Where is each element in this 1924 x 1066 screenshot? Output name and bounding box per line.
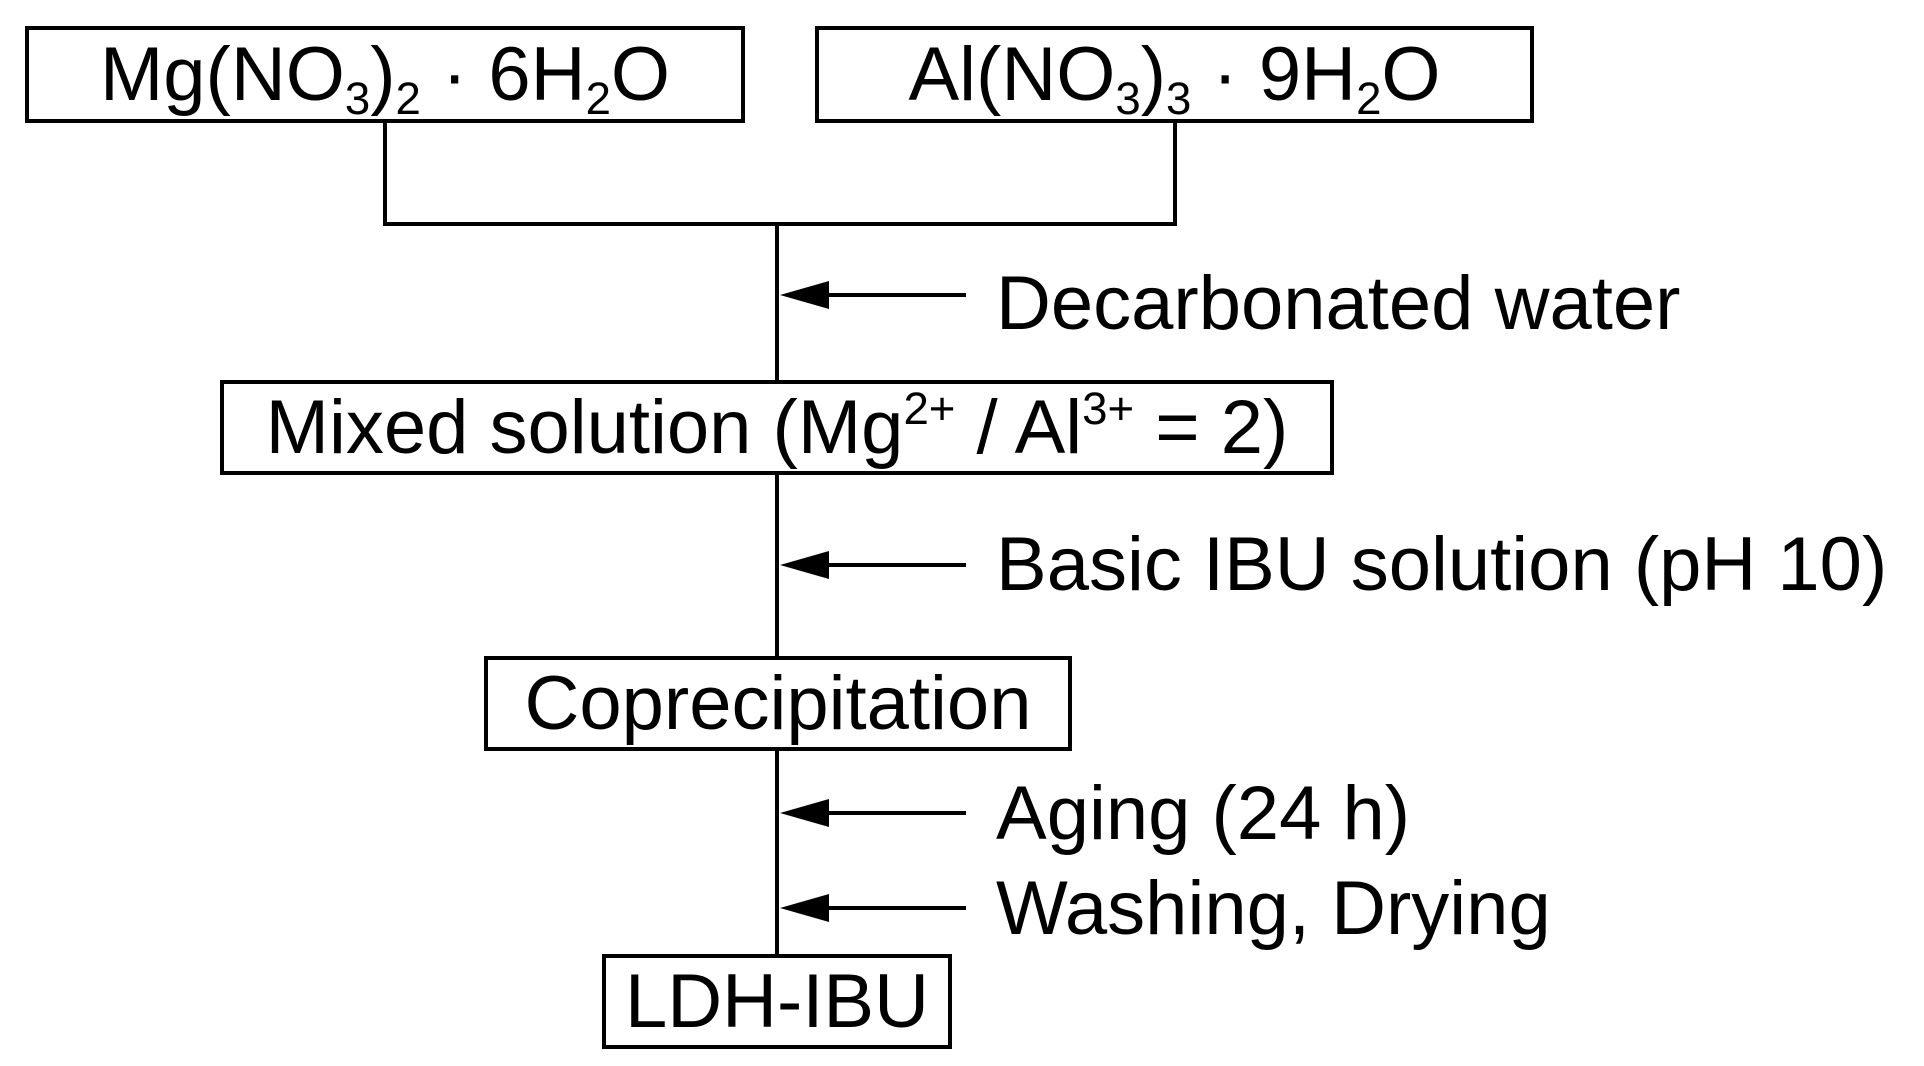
arrow-washing bbox=[780, 894, 966, 922]
reactant-mg-nitrate-label: Mg(NO3)2 · 6H2O bbox=[99, 31, 671, 125]
mixed-solution-label: Mixed solution (Mg2+ / Al3+ = 2) bbox=[265, 383, 1289, 470]
reactant-al-nitrate-label: Al(NO3)3 · 9H2O bbox=[908, 31, 1441, 125]
step-label-decarbonated-water: Decarbonated water bbox=[996, 261, 1681, 346]
coprecipitation-label: Coprecipitation bbox=[524, 660, 1032, 746]
product-ldh-ibu-box: LDH-IBU bbox=[602, 954, 952, 1049]
arrow-aging bbox=[780, 799, 966, 827]
arrow-water bbox=[780, 281, 966, 309]
mixed-solution-box: Mixed solution (Mg2+ / Al3+ = 2) bbox=[220, 380, 1334, 475]
step-label-aging: Aging (24 h) bbox=[996, 771, 1411, 856]
reactant-al-nitrate-box: Al(NO3)3 · 9H2O bbox=[815, 26, 1534, 123]
coprecipitation-box: Coprecipitation bbox=[484, 656, 1072, 751]
reactant-mg-nitrate-box: Mg(NO3)2 · 6H2O bbox=[25, 26, 745, 123]
step-label-washing-drying: Washing, Drying bbox=[996, 866, 1551, 951]
arrow-ibu bbox=[780, 551, 966, 579]
step-label-basic-ibu-solution: Basic IBU solution (pH 10) bbox=[996, 522, 1888, 607]
product-ldh-ibu-label: LDH-IBU bbox=[624, 958, 930, 1044]
